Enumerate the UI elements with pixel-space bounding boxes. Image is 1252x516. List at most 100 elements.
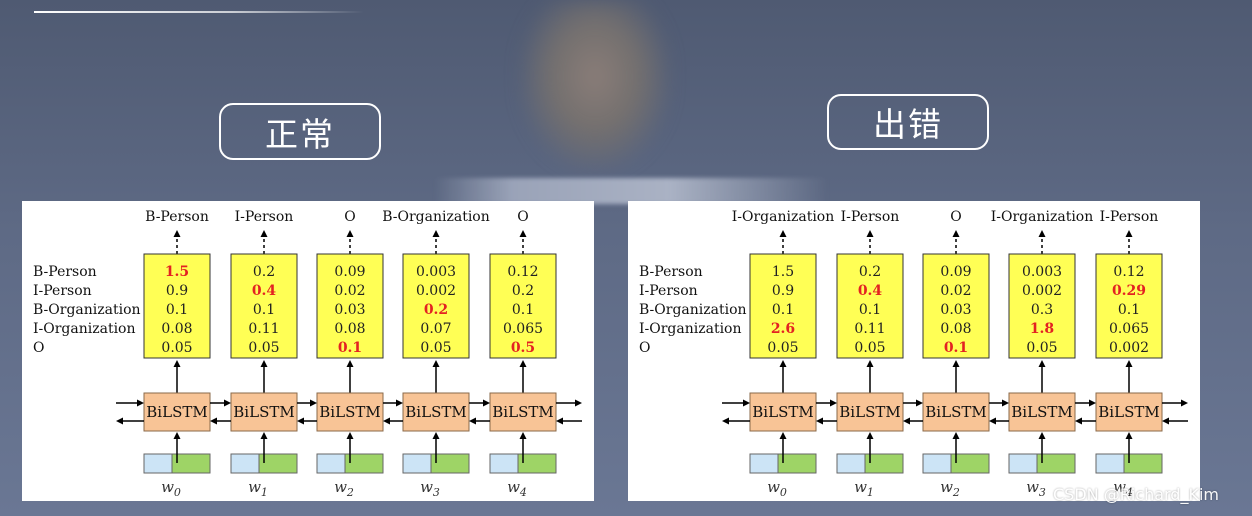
word-label: w0: [161, 478, 181, 499]
forward-lstm-arrow-head: [483, 399, 490, 407]
score-value: 0.2: [859, 264, 881, 280]
score-value: 0.002: [416, 283, 456, 299]
tag-name-label: I-Organization: [639, 321, 742, 337]
score-value: 0.03: [940, 302, 971, 318]
tag-name-label: I-Person: [33, 283, 92, 299]
bilstm-box: [402, 392, 470, 432]
word-label: w3: [1026, 478, 1046, 499]
emb-to-lstm-arrow-head: [173, 432, 181, 439]
embedding-word-box: [517, 453, 557, 474]
word-base: w: [940, 478, 953, 496]
word-subscript: 0: [174, 486, 181, 499]
backward-lstm-arrow-head: [1162, 417, 1169, 425]
tag-name-label: I-Person: [639, 283, 698, 299]
forward-lstm-arrow-head: [224, 399, 231, 407]
tag-name-label: O: [639, 340, 650, 356]
score-value: 0.05: [420, 340, 451, 356]
title-underline: [34, 11, 364, 13]
backward-lstm-arrow-head: [816, 417, 823, 425]
emb-to-lstm-arrow-head: [260, 432, 268, 439]
bilstm-label: BiLSTM: [405, 403, 466, 421]
bilstm-box: [1008, 392, 1076, 432]
output-tag-label: O: [344, 209, 355, 225]
word-label: w1: [248, 478, 268, 499]
forward-lstm-arrow-head: [396, 399, 403, 407]
output-tag-label: I-Person: [1100, 209, 1159, 225]
forward-lstm-arrow-head: [743, 399, 750, 407]
embedding-word-box: [950, 453, 990, 474]
bilstm-diagram-error: B-PersonI-PersonB-OrganizationI-Organiza…: [639, 209, 1188, 499]
forward-lstm-arrow-head: [916, 399, 923, 407]
score-value-max: 2.6: [771, 321, 795, 337]
tag-name-label: O: [33, 340, 44, 356]
score-value: 0.2: [253, 264, 275, 280]
lstm-to-score-arrow-head: [779, 360, 787, 367]
emb-to-lstm-arrow-head: [346, 432, 354, 439]
score-value: 0.1: [512, 302, 534, 318]
forward-lstm-arrow-head: [1181, 399, 1188, 407]
embedding-word-box: [258, 453, 298, 474]
embedding-char-box: [922, 453, 954, 474]
score-value-max: 0.5: [511, 340, 535, 356]
score-box: [316, 253, 384, 359]
embedding-char-box: [316, 453, 348, 474]
word-subscript: 0: [780, 486, 787, 499]
score-value: 0.09: [940, 264, 971, 280]
backward-lstm-arrow-head: [297, 417, 304, 425]
word-label: w4: [1113, 478, 1133, 499]
score-value: 0.2: [512, 283, 534, 299]
embedding-word-box: [430, 453, 470, 474]
word-subscript: 3: [1039, 486, 1046, 499]
lstm-to-score-arrow-head: [260, 360, 268, 367]
score-value: 0.05: [854, 340, 885, 356]
blurred-presenter: [520, 0, 670, 170]
score-value-max: 0.4: [858, 283, 883, 299]
bilstm-box: [749, 392, 817, 432]
word-base: w: [1113, 478, 1126, 496]
output-arrow-head: [260, 230, 268, 237]
word-subscript: 3: [433, 486, 440, 499]
score-value: 0.1: [859, 302, 881, 318]
output-arrow-head: [1038, 230, 1046, 237]
backward-lstm-arrow-head: [722, 417, 729, 425]
bilstm-label: BiLSTM: [925, 403, 986, 421]
score-value: 0.05: [161, 340, 192, 356]
word-base: w: [334, 478, 347, 496]
word-base: w: [767, 478, 780, 496]
score-value: 0.09: [334, 264, 365, 280]
lstm-to-score-arrow-head: [952, 360, 960, 367]
tag-name-label: B-Person: [33, 264, 97, 280]
word-label: w3: [420, 478, 440, 499]
score-box: [922, 253, 990, 359]
score-value: 0.05: [248, 340, 279, 356]
word-base: w: [161, 478, 174, 496]
bilstm-box: [143, 392, 211, 432]
score-box: [749, 253, 817, 359]
embedding-char-box: [402, 453, 434, 474]
output-tag-label: O: [950, 209, 961, 225]
output-arrow-head: [779, 230, 787, 237]
bilstm-label: BiLSTM: [1098, 403, 1159, 421]
bilstm-label: BiLSTM: [146, 403, 207, 421]
lstm-to-score-arrow-head: [1125, 360, 1133, 367]
embedding-char-box: [489, 453, 521, 474]
output-arrow-head: [952, 230, 960, 237]
error-label: 出错: [827, 94, 989, 150]
score-value: 0.9: [166, 283, 188, 299]
score-box: [836, 253, 904, 359]
lstm-to-score-arrow-head: [173, 360, 181, 367]
backward-lstm-arrow-head: [469, 417, 476, 425]
score-value-max: 0.1: [944, 340, 968, 356]
word-label: w2: [334, 478, 354, 499]
score-value: 0.08: [161, 321, 192, 337]
tag-name-label: I-Organization: [33, 321, 136, 337]
score-value: 0.003: [1022, 264, 1062, 280]
bilstm-label: BiLSTM: [233, 403, 294, 421]
word-base: w: [507, 478, 520, 496]
score-value: 0.02: [940, 283, 971, 299]
score-value: 0.9: [772, 283, 794, 299]
score-value: 0.1: [1118, 302, 1140, 318]
score-value: 0.11: [854, 321, 885, 337]
emb-to-lstm-arrow-head: [1038, 432, 1046, 439]
